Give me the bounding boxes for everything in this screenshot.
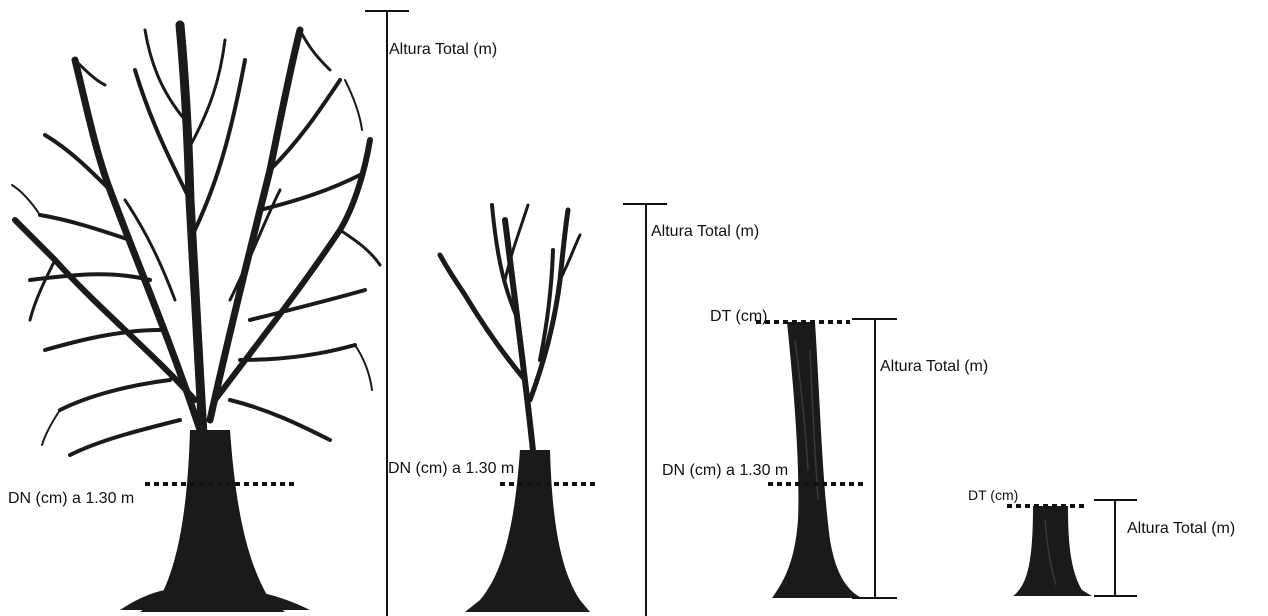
pruned-tree-diameter-label: DN (cm) a 1.30 m xyxy=(388,460,514,477)
short-stump-top-label: DT (cm) xyxy=(968,487,1018,503)
pruned-tree-height-bar xyxy=(623,204,667,616)
tall-stump-height-label: Altura Total (m) xyxy=(880,358,988,375)
full-tree-height-label: Altura Total (m) xyxy=(389,41,497,58)
tall-stump-diameter-label: DN (cm) a 1.30 m xyxy=(662,462,788,479)
full-tree-illustration xyxy=(12,25,380,612)
pruned-tree-illustration xyxy=(440,205,590,612)
pruned-tree-height-label: Altura Total (m) xyxy=(651,223,759,240)
tall-stump-top-label: DT (cm) xyxy=(710,308,767,325)
short-stump-illustration xyxy=(1013,506,1092,596)
full-tree-height-bar xyxy=(365,11,409,616)
full-tree-diameter-label: DN (cm) a 1.30 m xyxy=(8,490,134,507)
short-stump-height-label: Altura Total (m) xyxy=(1127,520,1235,537)
tall-stump-illustration xyxy=(772,322,862,598)
short-stump-height-bar xyxy=(1094,500,1137,596)
